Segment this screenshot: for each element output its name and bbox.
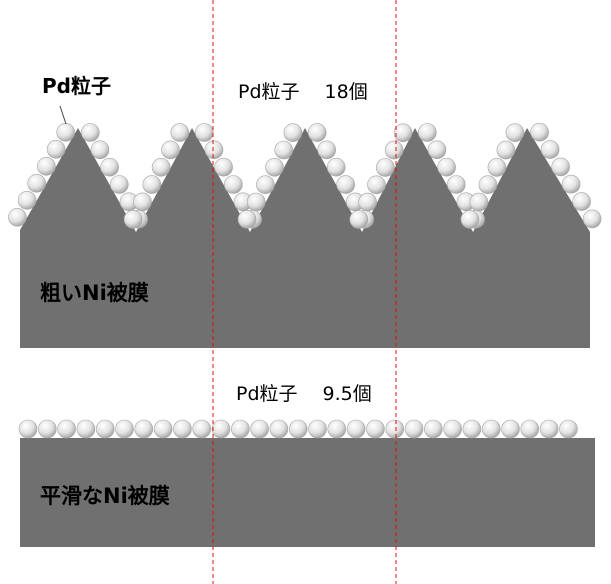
- rough-ni-film: [20, 128, 590, 348]
- pd-particle: [307, 123, 327, 142]
- pd-particle: [27, 174, 47, 193]
- pd-particle: [423, 419, 443, 439]
- pd-particle: [443, 419, 462, 439]
- rough-film-label: 粗いNi被膜: [40, 281, 149, 305]
- pd-particle: [462, 419, 482, 439]
- pd-particle: [417, 123, 437, 142]
- pd-particle: [192, 419, 211, 439]
- pd-particle: [231, 419, 250, 439]
- rough-particle-count-label: Pd粒子 18個: [238, 81, 368, 103]
- pd-particle: [110, 175, 129, 194]
- pd-particle: [256, 175, 275, 194]
- pd-particle: [326, 157, 346, 177]
- pd-particle: [100, 157, 119, 177]
- pd-particle: [404, 419, 424, 439]
- pd-particle: [250, 419, 269, 439]
- pd-label-leader-line: [59, 105, 67, 125]
- pd-particle: [367, 175, 386, 195]
- pd-particle: [582, 209, 602, 229]
- pd-particle: [115, 419, 134, 439]
- pd-particle: [478, 175, 498, 194]
- pd-particle: [214, 157, 233, 177]
- pd-particle: [437, 157, 456, 177]
- pd-particle: [57, 419, 76, 439]
- pd-particle: [469, 192, 489, 212]
- pd-particle: [8, 208, 27, 227]
- pd-particle: [46, 140, 66, 159]
- pd-particle: [539, 419, 559, 439]
- pd-particle: [224, 175, 243, 194]
- smooth-film-label: 平滑なNi被膜: [40, 484, 170, 508]
- pd-particle: [481, 419, 501, 439]
- pd-particle: [385, 419, 405, 439]
- pd-particle: [133, 192, 152, 212]
- pd-particle: [540, 140, 560, 159]
- pd-particle: [37, 419, 57, 439]
- pd-particle: [530, 122, 549, 142]
- pd-particle: [81, 123, 100, 142]
- pd-particle: [288, 419, 308, 439]
- pd-particle: [496, 140, 516, 160]
- pd-particle: [237, 210, 257, 229]
- pd-particle: [274, 140, 294, 160]
- pd-particle: [366, 419, 385, 439]
- pd-particle: [195, 123, 214, 142]
- pd-particle: [246, 192, 266, 212]
- pd-particle: [317, 140, 337, 160]
- pd-particle: [211, 419, 231, 439]
- pd-particle: [327, 419, 347, 439]
- pd-particle: [375, 158, 395, 177]
- pd-particle: [460, 210, 480, 229]
- pd-particle: [349, 210, 369, 229]
- pd-particle: [561, 174, 581, 194]
- pd-particle: [37, 157, 56, 176]
- pd-particle: [346, 419, 366, 439]
- pd-particle: [336, 175, 356, 194]
- smooth-ni-film: [20, 438, 595, 547]
- pd-particle: [551, 157, 570, 177]
- pd-particle: [123, 210, 143, 229]
- pd-particle: [90, 140, 110, 160]
- pd-particle: [358, 192, 377, 212]
- pd-particle: [487, 158, 507, 177]
- pd-particle: [173, 419, 192, 439]
- pd-particle: [520, 419, 540, 439]
- pd-particle: [446, 175, 466, 194]
- pd-particle: [265, 158, 284, 177]
- pd-particle: [153, 419, 173, 439]
- pd-particle: [308, 419, 327, 439]
- pd-particle: [95, 419, 115, 439]
- pd-particle: [170, 123, 190, 142]
- pd-particle: [151, 158, 171, 177]
- pd-particle: [204, 140, 224, 160]
- pd-particle: [559, 419, 578, 439]
- pd-particle-label: Pd粒子: [42, 74, 111, 98]
- pd-particle: [17, 191, 37, 210]
- pd-particle: [134, 419, 154, 439]
- rough-film-particles: [8, 122, 602, 229]
- pd-particle: [393, 123, 413, 143]
- pd-particle: [76, 419, 96, 439]
- pd-particle: [283, 123, 303, 142]
- pd-particle: [427, 140, 447, 160]
- pd-particle: [161, 140, 180, 160]
- pd-particle: [142, 175, 162, 194]
- pd-particle: [56, 123, 75, 142]
- pd-particle: [18, 419, 38, 439]
- smooth-film-particles: [18, 419, 578, 439]
- pd-particle: [505, 123, 525, 142]
- pd-particle: [501, 419, 520, 439]
- pd-particle: [572, 192, 591, 211]
- pd-particle: [269, 419, 289, 439]
- pd-particle: [384, 140, 404, 160]
- smooth-particle-count-label: Pd粒子 9.5個: [236, 383, 372, 405]
